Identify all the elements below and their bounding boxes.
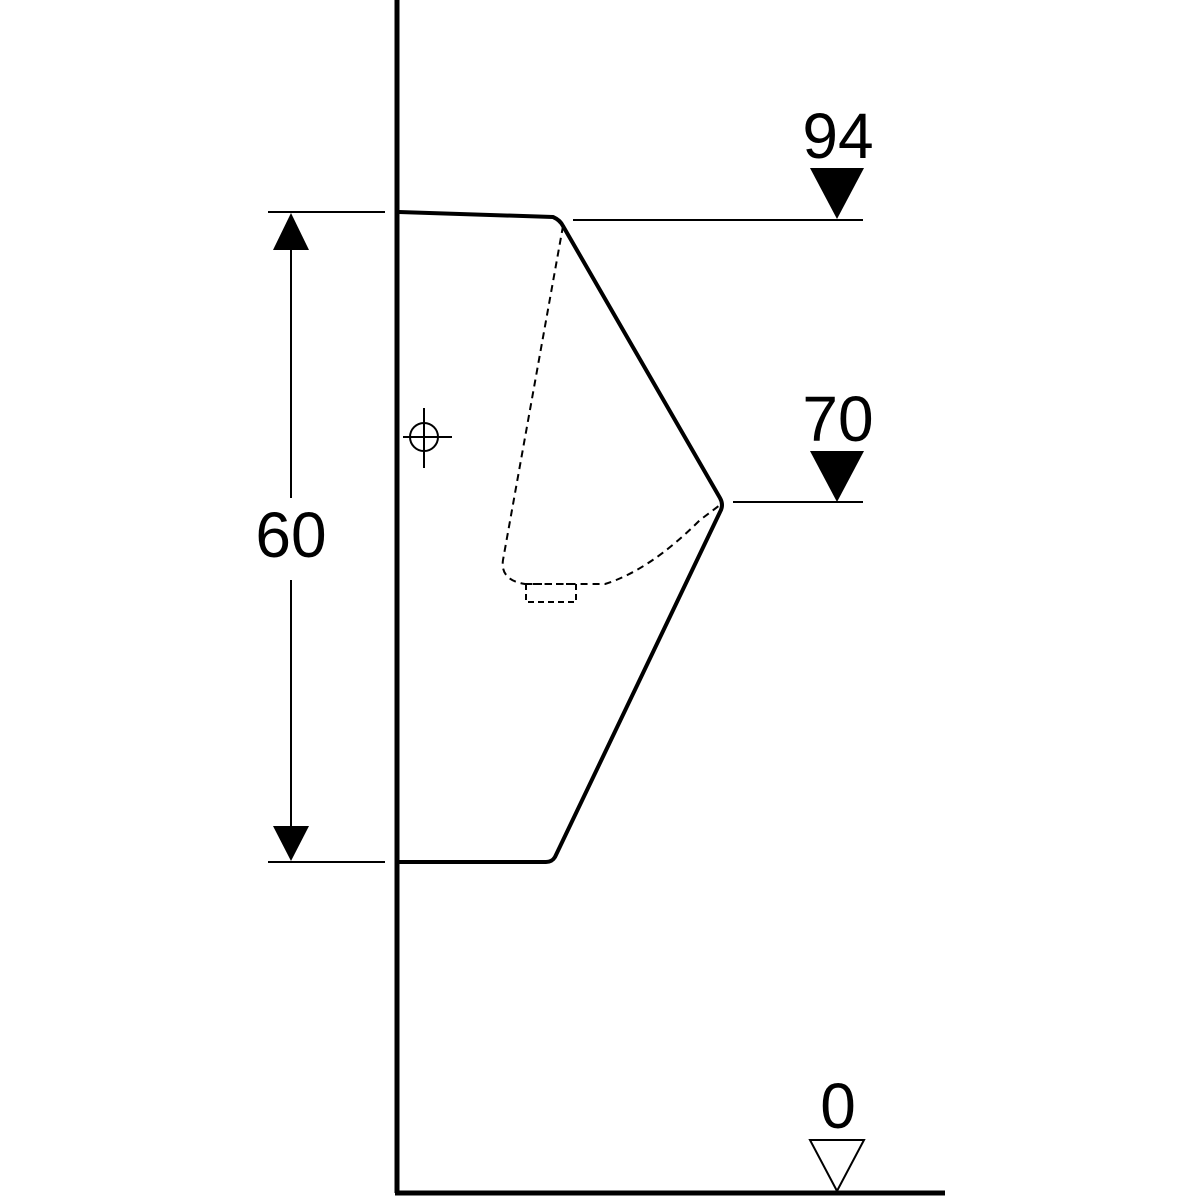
level-marker-middle — [733, 451, 864, 503]
level-label-floor: 0 — [820, 1070, 856, 1142]
level-triangle-outline-floor — [808, 1139, 866, 1194]
height-dimension-label: 60 — [255, 499, 326, 571]
level-label-middle: 70 — [802, 383, 873, 455]
level-marker-top-rim — [573, 168, 864, 221]
drain-outlet-hidden-line — [525, 583, 577, 603]
height-dimension — [268, 211, 385, 863]
fixing-point-symbol — [403, 408, 452, 468]
dimension-arrow-up — [273, 213, 309, 250]
level-triangle-filled-middle — [810, 451, 864, 502]
urinal-outline — [398, 210, 724, 864]
urinal-bowl-hidden-line — [501, 225, 721, 585]
dimension-arrow-down — [273, 826, 309, 861]
level-label-top-rim: 94 — [802, 100, 873, 172]
level-triangle-filled-top — [810, 168, 864, 219]
